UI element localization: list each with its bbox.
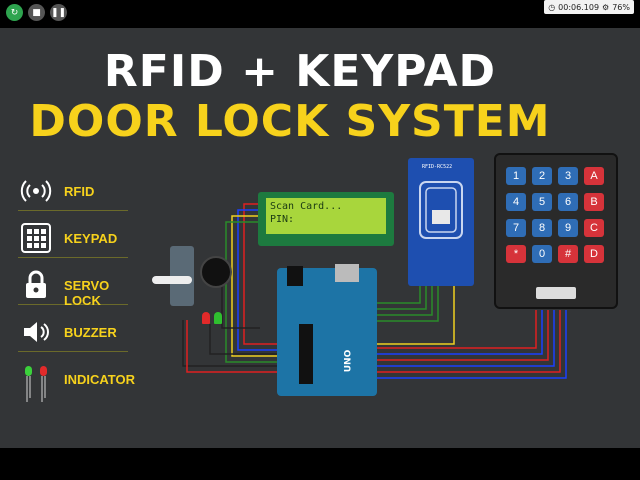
wiring [182,203,567,379]
legend-label: KEYPAD [64,231,118,246]
wire-rfid-5 [372,258,455,345]
stop-icon: ■ [32,7,41,18]
padlock-icon [26,270,46,298]
lcd-line-2: PIN: [270,214,295,225]
keypad-key[interactable]: C [584,219,604,237]
bottom-bar [0,448,640,480]
timer-value: 00:06.109 [558,2,600,12]
legend-item-indicator: INDICATOR [18,362,135,402]
usb-port [335,264,359,282]
keypad-key[interactable]: D [584,245,604,263]
lcd-display: Scan Card... PIN: [258,192,394,246]
legend-item-buzzer: BUZZER [18,315,128,352]
keypad-key[interactable]: 5 [532,193,552,211]
title-line-1: RFID + KEYPAD [103,46,497,97]
pause-icon: ❚❚ [50,7,67,18]
wire-keypad-5 [372,310,561,373]
servo-horn [152,276,192,284]
power-jack [287,266,303,286]
wire-green [225,221,282,363]
restart-icon: ↻ [10,7,19,18]
keypad-key[interactable]: B [584,193,604,211]
title-line-2: DOOR LOCK SYSTEM [29,96,551,147]
keypad-connector [536,287,576,299]
wire-keypad-3 [372,310,549,361]
wire-keypad-1 [372,310,537,349]
rfid-antenna-icon [419,181,463,239]
restart-button[interactable]: ↻ [6,4,23,21]
buzzer [200,256,232,288]
keypad-key[interactable]: * [506,245,526,263]
arduino-label: UNO [343,349,354,373]
wire-blue [237,209,282,351]
rfid-signal-icon [20,180,52,202]
legend-label: SERVO LOCK [64,278,110,308]
keypad-key[interactable]: 8 [532,219,552,237]
keypad-grid-icon [21,223,51,253]
pause-button[interactable]: ❚❚ [50,4,67,21]
legend-item-servo-lock: SERVO LOCK [18,268,128,308]
keypad-key[interactable]: 9 [558,219,578,237]
wire-keypad-4 [372,310,555,367]
wire-red [243,203,282,345]
legend-label: RFID [64,184,95,199]
lcd-line-1: Scan Card... [270,201,343,212]
rfid-module-label: RFID-RC522 [422,164,453,170]
wire-yellow [231,215,282,357]
wire-buzzer [221,284,260,329]
keypad-key[interactable]: 0 [532,245,552,263]
simulation-canvas[interactable]: RFID + KEYPAD DOOR LOCK SYSTEM RFID [0,28,640,448]
speaker-icon [24,322,49,342]
keypad-key[interactable]: 6 [558,193,578,211]
clock-icon: ◷ [548,2,556,12]
keypad-key[interactable]: A [584,167,604,185]
keypad-key[interactable]: 4 [506,193,526,211]
chip [299,324,313,384]
wire-keypad-2 [372,310,543,355]
led-green [214,312,222,324]
legend-label: BUZZER [64,325,117,340]
keypad-key[interactable]: 1 [506,167,526,185]
wire-servo-vcc [186,320,282,373]
legend-item-rfid: RFID [18,174,128,211]
stop-button[interactable]: ■ [28,4,45,21]
led-pair-icon [25,366,47,402]
arduino-uno-board: UNO [277,264,377,396]
speed-icon: ⚙ [602,2,610,12]
legend-item-keypad: KEYPAD [18,221,128,258]
keypad-key[interactable]: # [558,245,578,263]
simulation-status: ◷ 00:06.109 ⚙ 76% [544,0,634,14]
keypad-key[interactable]: 2 [532,167,552,185]
keypad-key[interactable]: 3 [558,167,578,185]
speed-value: 76% [612,2,630,12]
keypad-key[interactable]: 7 [506,219,526,237]
rfid-module[interactable]: RFID-RC522 [408,158,474,286]
legend-label: INDICATOR [64,372,136,387]
wire-servo-gnd [182,320,282,367]
wire-led-gnd [209,324,282,355]
wire-keypad-6 [372,310,567,379]
led-red [202,312,210,324]
lcd-screen: Scan Card... PIN: [266,198,386,234]
